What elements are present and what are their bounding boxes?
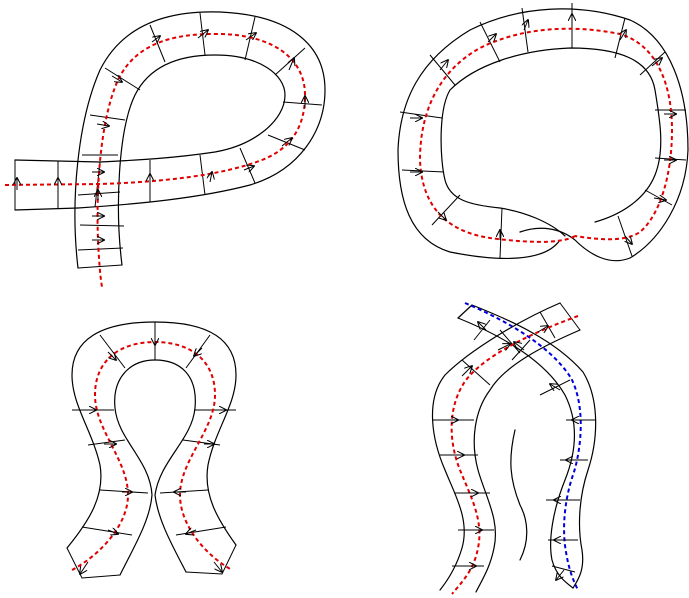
strip-outline: [100, 55, 285, 265]
rungs: [400, 3, 686, 258]
panel-loop-with-crossing-strip: [5, 12, 325, 287]
strip-end-edge: [67, 548, 120, 578]
strip-end-edge: [186, 545, 236, 574]
arrows: [446, 322, 584, 580]
strip-outline: [67, 322, 236, 548]
panel-two-intertwined-strips: [432, 303, 596, 594]
panel-pinched-loop-strip: [67, 322, 236, 578]
strip-outline: [115, 360, 196, 575]
rungs: [432, 312, 596, 572]
arrows: [410, 14, 676, 244]
red-core-line: [72, 342, 232, 570]
strip-outline: [75, 12, 325, 268]
rungs: [15, 13, 322, 250]
strip-outline: [511, 430, 527, 560]
strip-outline: [458, 318, 574, 588]
strip-outline: [441, 48, 661, 236]
panel-closed-loop-self-touching-strip: [398, 3, 688, 261]
